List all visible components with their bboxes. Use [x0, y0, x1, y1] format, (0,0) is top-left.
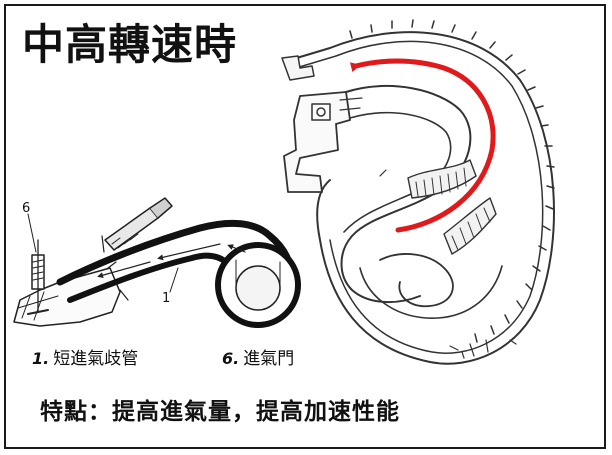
callout-6-label: 6	[22, 201, 30, 216]
short-runner-path	[379, 253, 454, 308]
callout-6-leader	[27, 213, 37, 253]
caption-item-6-text: 進氣門	[243, 349, 295, 369]
caption-item-1: 1.短進氣歧管	[32, 344, 138, 369]
caption-item-6-number: 6.	[222, 349, 240, 368]
resonator-rib-upper	[407, 159, 477, 199]
airflow-arrow	[349, 58, 496, 233]
intake-valve	[27, 239, 49, 315]
manifold-outer-shell	[289, 31, 555, 365]
inlet-flange	[281, 55, 315, 81]
callout-1-label: 1	[162, 291, 170, 306]
page-title: 中高轉速時	[22, 20, 238, 69]
caption-item-1-text: 短進氣歧管	[53, 349, 139, 369]
manifold-shell-fins	[349, 19, 555, 343]
short-intake-manifold-diagram	[13, 197, 301, 328]
resonator-rib-lower	[443, 197, 497, 255]
switching-valve-block	[283, 91, 363, 193]
runner-inner-wall	[67, 252, 235, 303]
summary-text: 特點：提高進氣量，提高加速性能	[40, 398, 400, 425]
long-runner-inner	[340, 85, 472, 304]
fuel-injector	[101, 197, 173, 253]
caption-item-1-number: 1.	[32, 349, 50, 368]
variable-intake-manifold-diagram	[281, 19, 555, 365]
callout-1-leader	[169, 267, 179, 293]
caption-item-6: 6.進氣門	[222, 344, 294, 369]
